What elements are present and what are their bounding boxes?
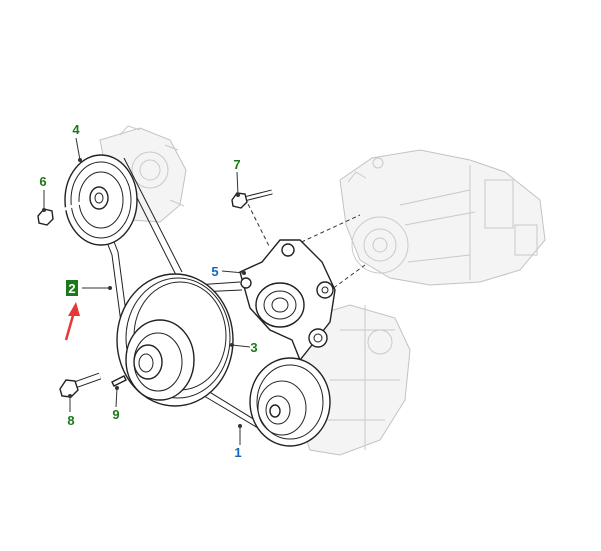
callouts: 4 6 7 5 2 3 1 8 9 (39, 122, 257, 460)
bolt-8 (59, 372, 102, 398)
bolt-6 (37, 198, 89, 226)
callout-3: 3 (250, 340, 257, 355)
callout-5: 5 (211, 264, 218, 279)
power-steering-pulley (64, 154, 138, 246)
dowel-pin-9 (111, 375, 127, 387)
callout-4: 4 (72, 122, 80, 137)
belt-tensioner (239, 239, 336, 362)
callout-2-highlight-box (66, 280, 78, 296)
callout-1: 1 (234, 445, 241, 460)
leader-lines (42, 137, 251, 445)
callout-6: 6 (39, 174, 46, 189)
callout-8: 8 (67, 413, 74, 428)
alternator-ghost (339, 149, 546, 286)
callout-9: 9 (112, 407, 119, 422)
callout-7: 7 (233, 157, 240, 172)
crankshaft-pulley (116, 273, 234, 407)
callout-2: 2 (68, 281, 75, 296)
ac-compressor-pulley (249, 357, 331, 447)
bolt-7 (231, 189, 273, 209)
red-arrow (64, 302, 80, 341)
